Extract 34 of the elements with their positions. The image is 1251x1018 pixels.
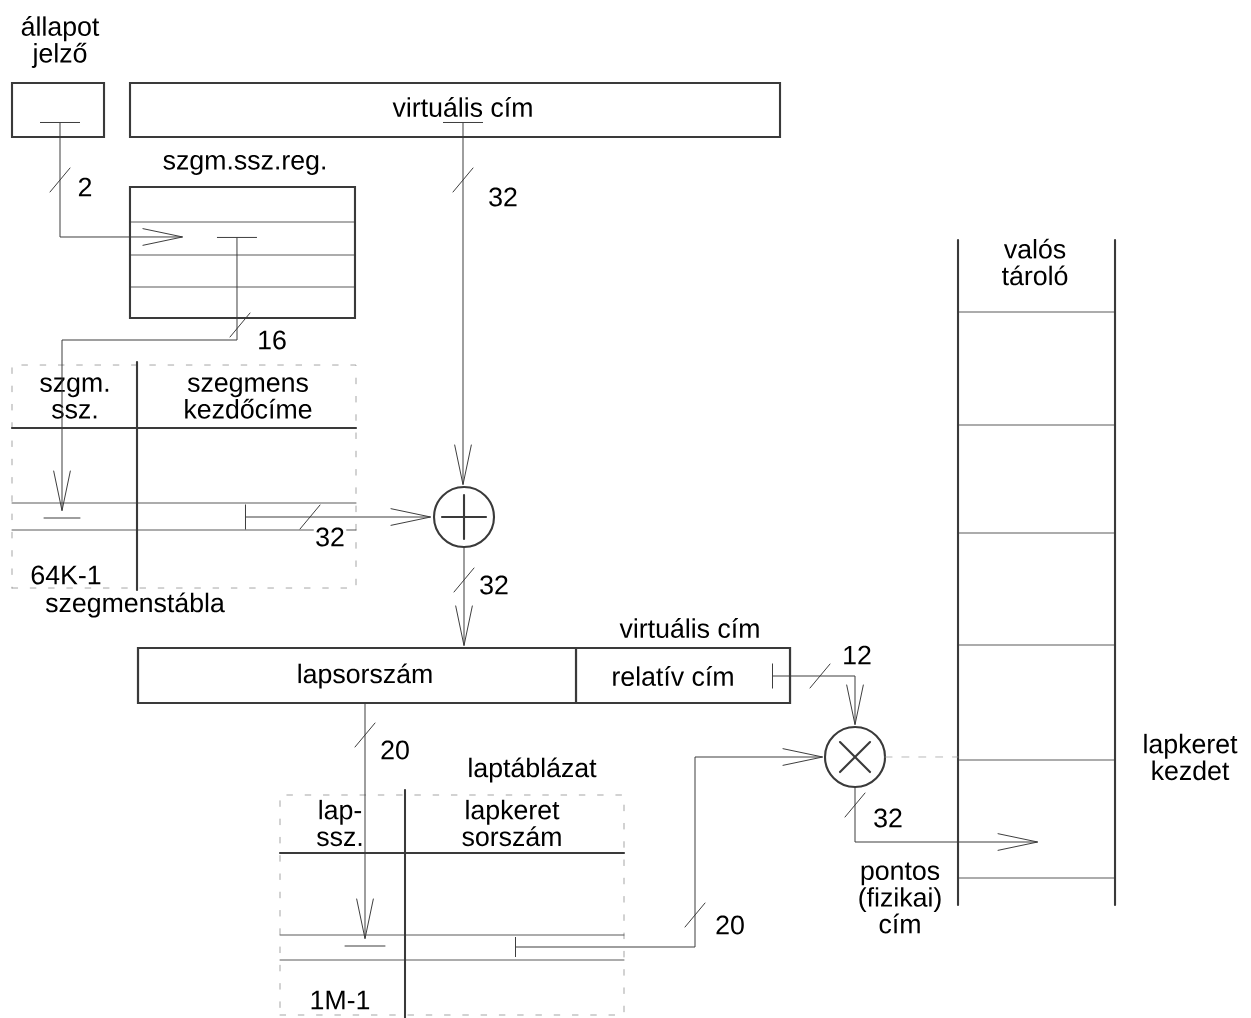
edge-label: 32 [313,526,347,548]
address-field: lapsorszám [136,646,578,705]
arrow [43,236,258,519]
address-register-box: virtuális cím [128,81,782,139]
edge-label: 16 [255,329,289,351]
adder-symbol [432,485,496,549]
connector-line [884,756,959,758]
multiplier-symbol [823,725,887,789]
side-label: lapkeret kezdet [1144,733,1238,781]
arrow [245,504,432,530]
arrow [442,122,484,486]
memory-column: valós tároló [956,238,1117,907]
side-label: szegmenstábla [45,592,225,618]
edge-label: 32 [477,574,511,596]
address-field: relatív cím [574,646,792,705]
node-label: szgm.ssz.reg. [163,155,325,175]
arrow [453,546,475,647]
edge-label: 2 [76,176,94,198]
arrow [515,748,824,958]
edge-label: 12 [840,644,874,666]
edge-label: 20 [713,914,747,936]
node-label: laptáblázat [469,757,597,783]
node-label: állapot jelző [21,16,100,68]
edge-label: 32 [871,807,905,829]
arrow [772,663,864,726]
arrow [39,122,184,246]
arrow [844,786,1039,851]
segment-register-box: szgm.ssz.reg. [128,155,357,320]
edge-label: 20 [378,739,412,761]
note-text: pontos (fizikai) cím [859,862,941,934]
edge-label: 32 [486,186,520,208]
status-register-box: állapot jelző [10,16,106,139]
node-label: virtuális cím [619,618,759,638]
arrow [344,702,386,947]
